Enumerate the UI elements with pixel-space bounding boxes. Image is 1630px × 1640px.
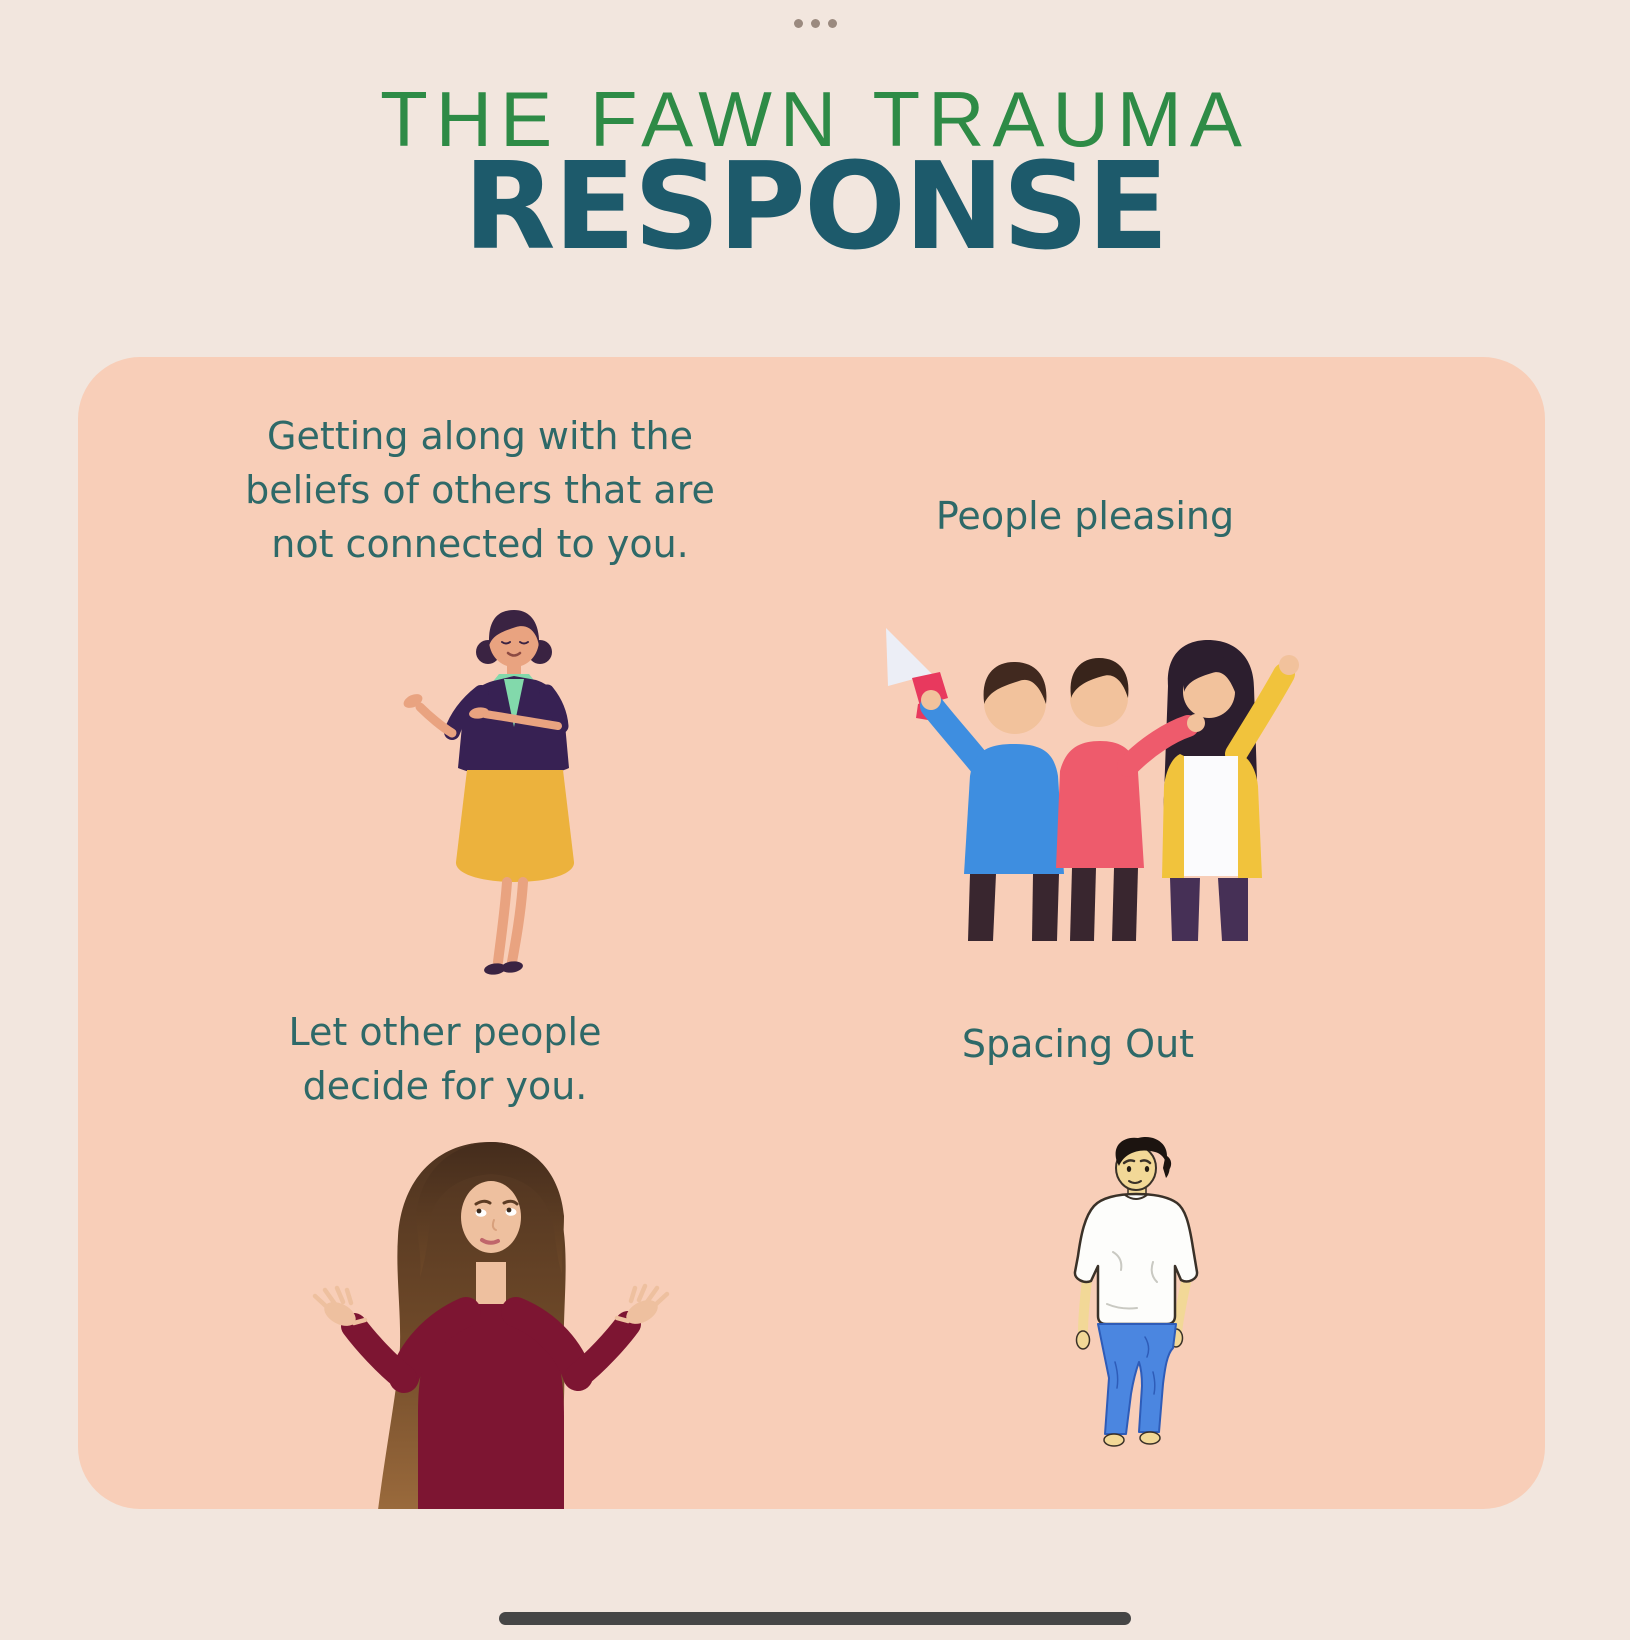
home-indicator[interactable] [499, 1612, 1131, 1625]
label-line: Getting along with the [267, 414, 693, 458]
label-line: People pleasing [935, 494, 1235, 538]
three-friends-cheering-illustration [886, 628, 1299, 941]
ellipsis-dot [810, 19, 820, 28]
spaced-out-man-illustration [1073, 1136, 1199, 1447]
page-title-line-2: RESPONSE [463, 138, 1169, 277]
quadrant-1-label: Getting along with the beliefs of others… [190, 409, 770, 571]
label-line: beliefs of others that are [245, 468, 715, 512]
quadrant-4-label: Spacing Out [828, 1017, 1328, 1071]
page-title-line-1: THE FAWN TRAUMA [380, 75, 1250, 163]
ellipsis-menu-icon[interactable] [0, 19, 1630, 28]
label-line: not connected to you. [271, 522, 689, 566]
presenting-businesswoman-illustration [403, 610, 575, 975]
label-line: Spacing Out [961, 1022, 1195, 1066]
label-line: Let other people [288, 1010, 602, 1054]
ellipsis-dot [793, 19, 803, 28]
label-line: decide for you. [302, 1064, 588, 1108]
ellipsis-dot [827, 19, 837, 28]
quadrant-3-label: Let other people decide for you. [165, 1005, 725, 1113]
content-card: Getting along with the beliefs of others… [78, 357, 1545, 1509]
quadrant-2-label: People pleasing [835, 489, 1335, 543]
shrugging-woman-illustration [312, 1142, 670, 1509]
